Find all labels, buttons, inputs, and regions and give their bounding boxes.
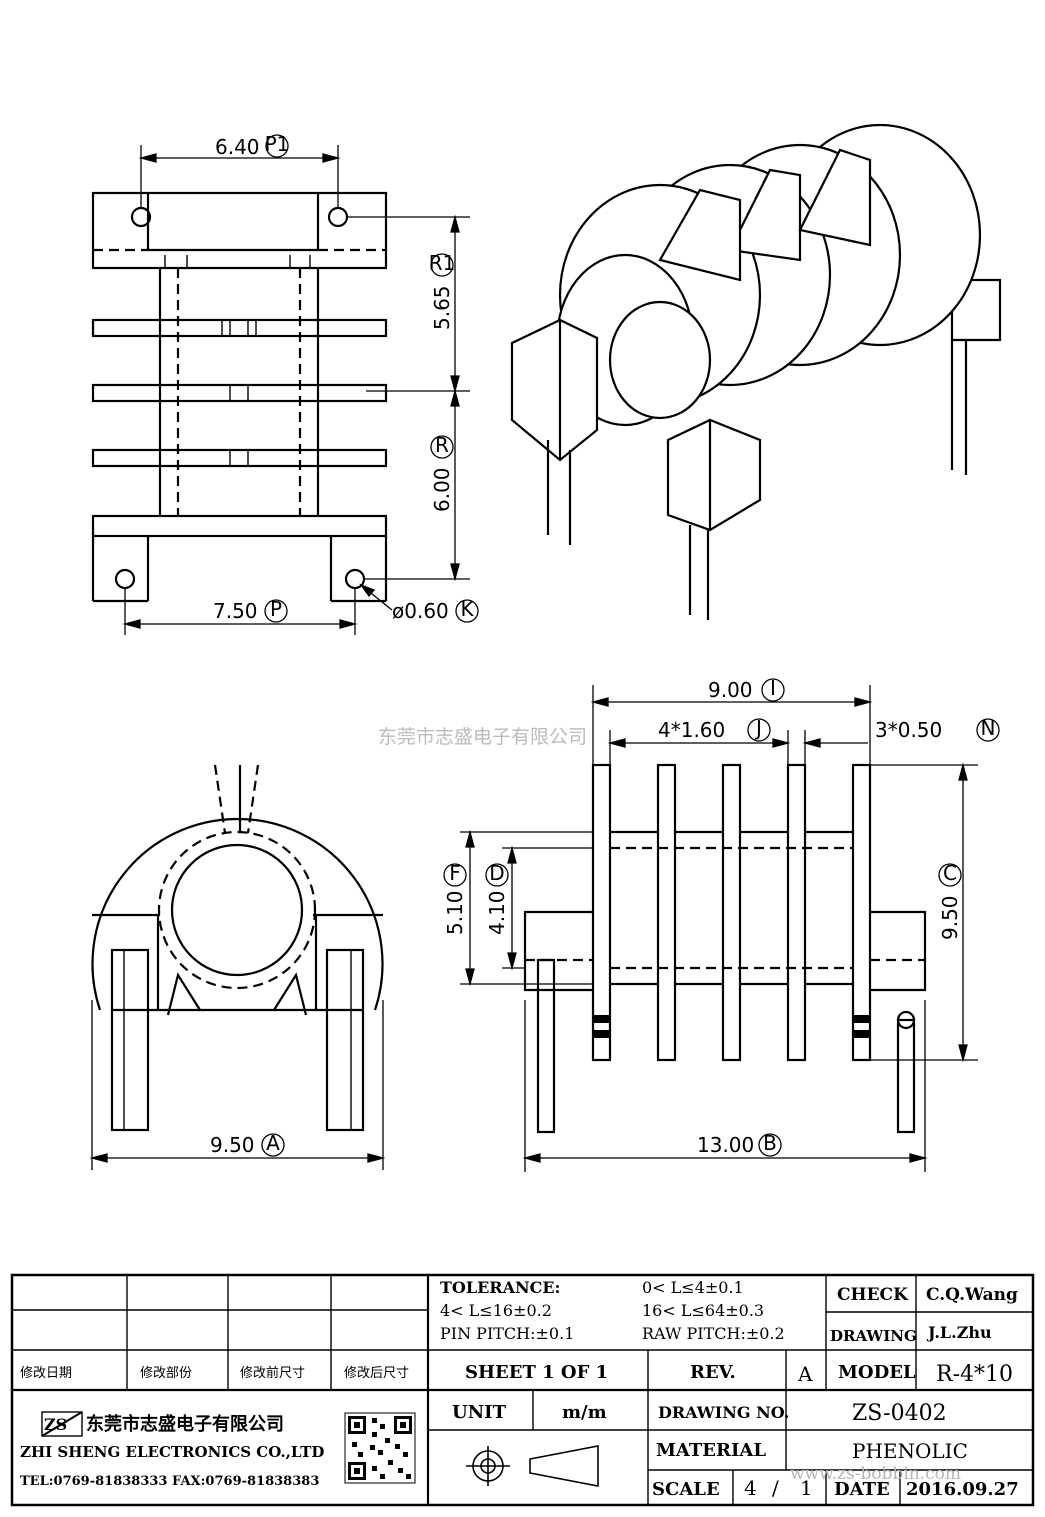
front-view-dimensions	[89, 1000, 386, 1170]
top-view-upper-flange	[91, 191, 388, 270]
dim-height: 9.50	[938, 895, 962, 940]
dim-ref-b: B	[763, 1131, 777, 1155]
isometric-view	[510, 123, 1002, 620]
website-watermark: www.zs-bobbin.com	[790, 1464, 961, 1484]
rev-value: A	[797, 1362, 813, 1386]
dim-inner-diameter: 4.10	[485, 890, 509, 935]
dim-ref-r1: R1	[429, 251, 456, 275]
top-view-lower-flange	[91, 514, 388, 538]
dim-ref-r: R	[435, 433, 449, 457]
side-view	[523, 763, 927, 1134]
dim-ref-a: A	[266, 1131, 280, 1155]
top-view	[91, 191, 388, 603]
dim-flange-thickness: 3*0.50	[875, 718, 942, 742]
drawing-number-value: ZS-0402	[852, 1401, 947, 1426]
dim-ref-f: F	[449, 861, 461, 885]
check-value: C.Q.Wang	[926, 1285, 1018, 1305]
model-value: R-4*10	[936, 1362, 1013, 1387]
scale-denominator: 1	[800, 1476, 813, 1500]
sheet-info: SHEET 1 OF 1	[465, 1362, 608, 1383]
dim-ref-d: D	[489, 861, 504, 885]
top-view-flange	[91, 383, 388, 403]
material-value: PHENOLIC	[852, 1439, 968, 1463]
dim-row-pitch-upper: 5.65	[430, 285, 454, 330]
top-view-flange	[91, 448, 388, 468]
front-view	[91, 764, 384, 1132]
top-view-flange	[91, 318, 388, 338]
dim-length: 13.00	[697, 1133, 754, 1157]
tolerance-3: 16< L≤64±0.3	[642, 1301, 764, 1320]
dim-row-pitch-lower: 6.00	[430, 467, 454, 512]
company-name-cn: 东莞市志盛电子有限公司	[86, 1413, 284, 1435]
dim-ref-p: P	[270, 597, 282, 621]
dim-ref-p1: P1	[265, 132, 290, 156]
side-view-dimensions	[460, 685, 978, 1172]
scale-numerator: 4	[744, 1476, 757, 1500]
dim-ref-j: J	[754, 716, 762, 740]
drawing-value: J.L.Zhu	[926, 1323, 992, 1342]
company-logo	[41, 1411, 83, 1437]
model-label: MODEL	[838, 1362, 916, 1383]
tolerance-label: TOLERANCE:	[440, 1278, 560, 1297]
rev-header-part: 修改部份	[140, 1366, 192, 1381]
drawing-label: DRAWING	[830, 1327, 917, 1345]
side-view-flange	[786, 763, 807, 1062]
dim-ref-i: I	[770, 676, 776, 700]
scale-separator: /	[772, 1476, 779, 1500]
dim-width: 9.50	[210, 1133, 255, 1157]
qr-code	[344, 1412, 416, 1484]
raw-pitch: RAW PITCH:±0.2	[642, 1324, 785, 1343]
dim-ref-k: K	[460, 597, 474, 621]
check-label: CHECK	[837, 1285, 909, 1305]
tolerance-2: 4< L≤16±0.2	[440, 1301, 552, 1320]
dim-total-width: 9.00	[708, 678, 753, 702]
projection-symbol	[466, 1445, 599, 1487]
dim-ref-c: C	[943, 861, 957, 885]
rev-header-after: 修改后尺寸	[344, 1366, 409, 1381]
dim-pin-pitch-bottom: 7.50	[213, 599, 258, 623]
watermark-company: 东莞市志盛电子有限公司	[378, 726, 587, 748]
material-label: MATERIAL	[656, 1440, 766, 1461]
side-view-flange	[721, 763, 742, 1062]
pin-pitch: PIN PITCH:±0.1	[440, 1324, 574, 1343]
title-block	[10, 1273, 1035, 1507]
rev-header-before: 修改前尺寸	[240, 1365, 305, 1381]
dim-ref-n: N	[981, 716, 996, 740]
rev-label: REV.	[690, 1362, 736, 1383]
unit-label: UNIT	[452, 1402, 507, 1423]
dim-outer-diameter: 5.10	[443, 890, 467, 935]
side-view-dimension-labels: 9.00 I 4*1.60 J 3*0.50 N 5.10 F 4.10 D 9…	[443, 676, 1000, 1157]
top-view-dimensions	[122, 145, 470, 635]
drawing-number-label: DRAWING NO.	[658, 1403, 789, 1422]
front-view-dimension-labels: 9.50 A	[210, 1131, 285, 1157]
company-name-en: ZHI SHENG ELECTRONICS CO.,LTD	[20, 1443, 324, 1461]
side-view-flange	[656, 763, 677, 1062]
tel-fax: TEL:0769-81838333 FAX:0769-81838383	[20, 1474, 319, 1489]
dim-pin-diameter: ø0.60	[392, 599, 449, 623]
unit-value: m/m	[562, 1402, 607, 1423]
top-view-dimension-labels: 6.40 P1 5.65 R1 6.00 R 7.50 P ø0.60 K	[213, 132, 479, 623]
dim-slots: 4*1.60	[658, 718, 725, 742]
tolerance-1: 0< L≤4±0.1	[642, 1278, 744, 1297]
date-value: 2016.09.27	[906, 1479, 1019, 1500]
date-label: DATE	[834, 1479, 890, 1500]
dim-pin-pitch-top: 6.40	[215, 135, 260, 159]
logo-text: ZS	[44, 1415, 67, 1434]
scale-label: SCALE	[652, 1479, 720, 1500]
rev-header-date: 修改日期	[20, 1366, 72, 1381]
title-block-text: TOLERANCE: 0< L≤4±0.1 4< L≤16±0.2 16< L≤…	[20, 1278, 1019, 1500]
